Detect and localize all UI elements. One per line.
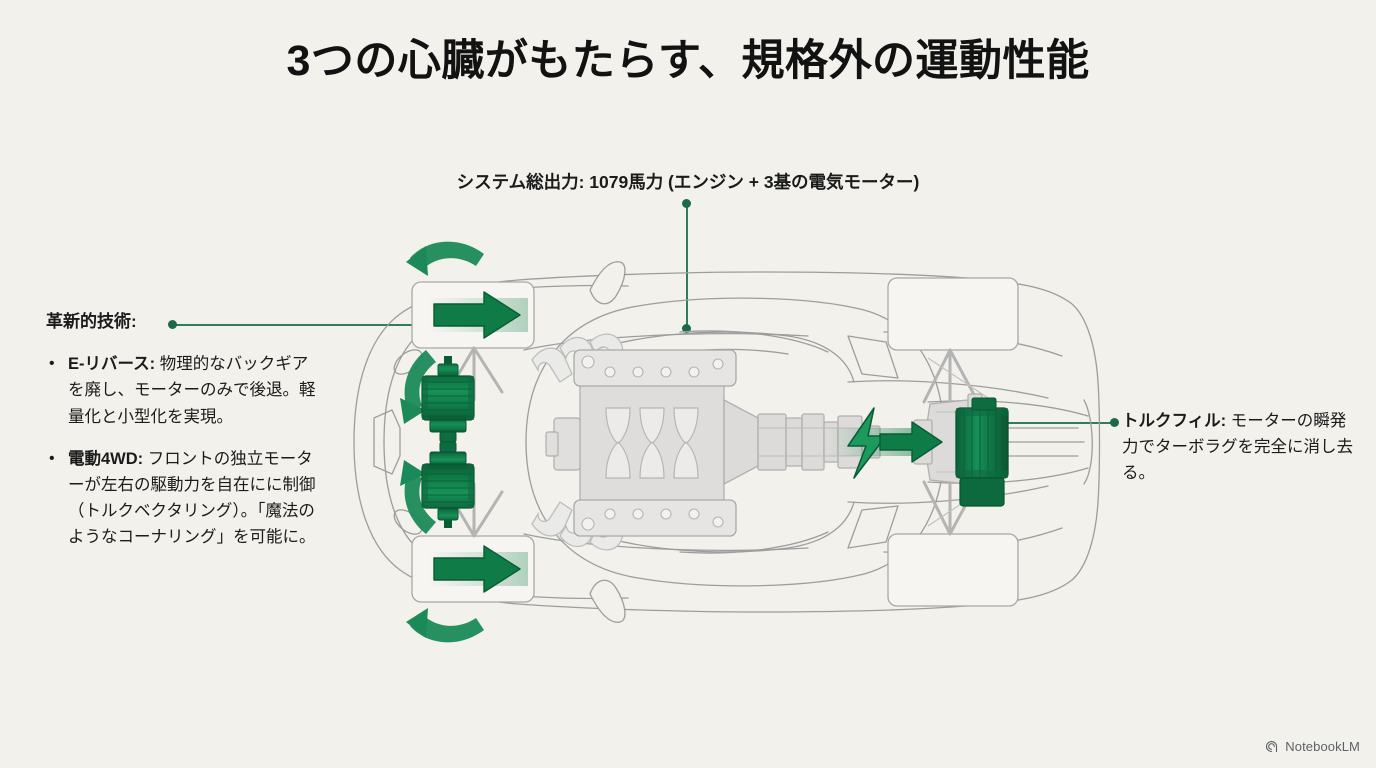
left-annotation-heading: 革新的技術: [46, 312, 137, 331]
list-item-body: 物理的なバックギアを廃し、モーターのみで後退。軽量化と小型化を実現。 [68, 355, 316, 426]
right-annotation-lead: トルクフィル: [1122, 412, 1227, 430]
bullet-glyph: • [49, 355, 55, 373]
arrow-rear-drive [879, 421, 943, 463]
arrow-rotation-top-outer [406, 241, 484, 276]
list-item-lead: E-リバース: [68, 355, 156, 374]
connector-line-left [172, 324, 457, 326]
left-annotation-list: • E-リバース: 物理的なバックギアを廃し、モーターのみで後退。軽量化と小型化を… [46, 351, 318, 549]
notebooklm-logo-label: NotebookLM [1285, 739, 1360, 754]
front-right-electric-motor [421, 441, 475, 529]
front-left-electric-motor [421, 355, 475, 443]
notebooklm-spiral-icon [1264, 739, 1279, 754]
connector-line-right [963, 422, 1115, 424]
left-annotation-block: 革新的技術: • E-リバース: 物理的なバックギアを廃し、モーターのみで後退。軽… [46, 312, 318, 566]
car-powertrain-diagram [288, 232, 1108, 652]
cam-cover-left [573, 349, 737, 387]
wheel-rear-left [887, 277, 1019, 351]
connector-dot-left-start [168, 320, 177, 329]
connector-dot-right-end [1110, 418, 1119, 427]
connector-dot-top-end [682, 324, 691, 333]
v-engine-block [531, 333, 737, 551]
top-annotation-label: システム総出力: 1079馬力 (エンジン + 3基の電気モーター) [456, 172, 920, 192]
page-title: 3つの心臓がもたらす、規格外の運動性能 [286, 37, 1090, 85]
cam-cover-right [573, 499, 737, 537]
right-annotation-body: モーターの瞬発力でターボラグを完全に消し去る。 [1122, 412, 1353, 483]
rear-electric-motor [955, 397, 1009, 507]
arrow-rotation-top-inner [400, 350, 436, 424]
notebooklm-logo: NotebookLM [1264, 739, 1360, 754]
connector-dot-top-start [682, 199, 691, 208]
arrow-front-left-drive [428, 291, 528, 339]
list-item: • 電動4WD: フロントの独立モーターが左右の駆動力を自在にに制御（トルクベクタ… [46, 446, 318, 550]
list-item-body: フロントの独立モーターが左右の駆動力を自在にに制御（トルクベクタリング）。「魔法… [68, 449, 316, 546]
arrow-rotation-bottom-inner [400, 460, 436, 534]
connector-line-top [686, 203, 688, 329]
bullet-glyph: • [49, 449, 55, 467]
arrow-rotation-bottom-outer [406, 608, 484, 643]
list-item-lead: 電動4WD: [68, 449, 144, 468]
wheel-rear-right [887, 533, 1019, 607]
right-annotation-block: トルクフィル: モーターの瞬発力でターボラグを完全に消し去る。 [1122, 408, 1360, 486]
arrow-front-right-drive [428, 545, 528, 593]
list-item: • E-リバース: 物理的なバックギアを廃し、モーターのみで後退。軽量化と小型化を… [46, 351, 318, 429]
